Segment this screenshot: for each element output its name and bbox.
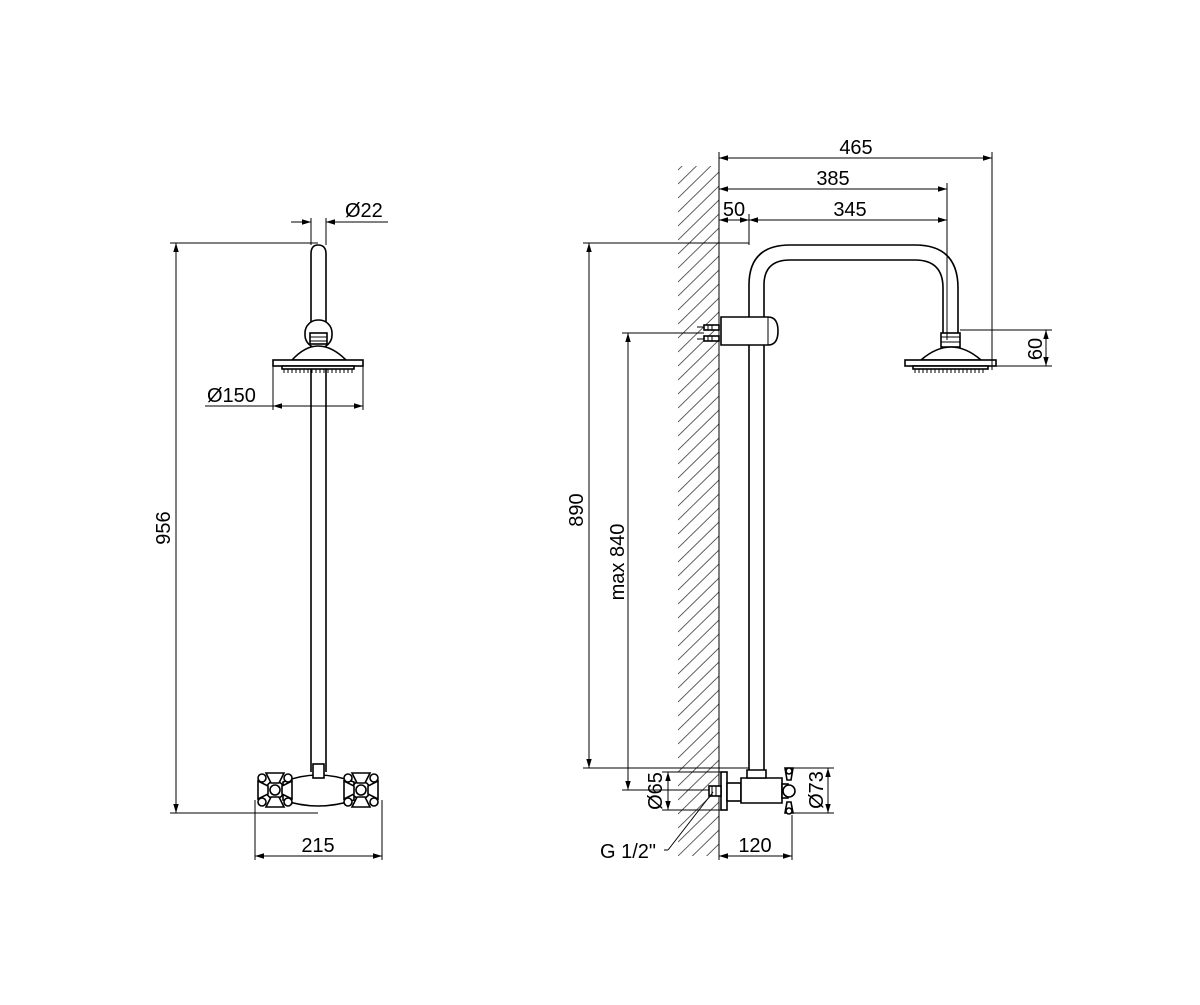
front-wall-bracket: [304, 319, 333, 349]
side-wall-bracket: [697, 316, 779, 346]
side-dim-head-drop-label: 60: [1025, 338, 1047, 360]
side-dim-handle-diameter: Ø73: [793, 767, 834, 814]
front-dim-height-label: 956: [153, 511, 175, 544]
hatch-line: [678, 745, 719, 787]
side-dim-wall-and-arm: 50 345: [719, 199, 947, 245]
front-shower-head: [272, 345, 364, 373]
hatch-line: [678, 166, 698, 185]
hatch-line: [678, 717, 719, 759]
front-left-handle: [257, 772, 293, 808]
side-dim-max-height: max 840: [607, 332, 709, 791]
thread-label: G 1/2": [600, 841, 656, 863]
hatch-line: [678, 479, 719, 521]
hatch-line: [678, 703, 719, 745]
hatch-line: [678, 577, 719, 619]
front-dim-head-diameter-label: Ø150: [207, 385, 256, 407]
front-riser-pipe: [310, 244, 327, 772]
hatch-line: [678, 647, 719, 689]
hatch-line: [678, 465, 719, 507]
hatch-line: [678, 563, 719, 605]
hatch-line: [691, 829, 719, 856]
front-dim-width: 215: [254, 800, 383, 860]
side-dim-total-reach: 465: [718, 137, 993, 370]
hatch-line: [678, 872, 719, 912]
hatch-line: [678, 521, 719, 563]
side-dim-head-drop: 60: [960, 329, 1052, 367]
hatch-line: [678, 409, 719, 451]
side-dim-height: 890: [566, 242, 749, 769]
hatch-line: [678, 395, 719, 437]
hatch-line: [678, 591, 719, 633]
hatch-line: [678, 185, 719, 227]
front-dim-head-diameter: Ø150: [205, 366, 364, 410]
hatch-line: [678, 166, 712, 199]
hatch-line: [678, 353, 719, 395]
front-dim-pipe-diameter-label: Ø22: [345, 200, 383, 222]
front-mixer: [257, 763, 379, 808]
hatch-line: [678, 451, 719, 493]
hatch-line: [678, 367, 719, 409]
side-view: 465 385 50 345 60 890: [566, 137, 1052, 926]
hatch-line: [678, 886, 719, 926]
hatch-line: [678, 535, 719, 577]
hatch-line: [678, 675, 719, 717]
side-dim-height-label: 890: [566, 493, 588, 526]
hatch-line: [678, 171, 719, 213]
hatch-line: [678, 689, 719, 731]
hatch-line: [678, 773, 719, 815]
side-dim-wall-offset-label: 50: [723, 199, 745, 221]
side-dim-handle-diameter-label: Ø73: [806, 771, 828, 809]
hatch-line: [678, 339, 719, 381]
hatch-line: [678, 605, 719, 647]
hatch-line: [678, 801, 719, 843]
front-view: 956 Ø22 Ø150 215: [153, 200, 388, 860]
side-dim-total-reach-label: 465: [839, 137, 872, 159]
hatch-line: [706, 843, 719, 856]
hatch-line: [678, 325, 719, 367]
side-dim-mixer-depth: 120: [719, 815, 793, 860]
side-dim-mixer-depth-label: 120: [738, 835, 771, 857]
hatch-line: [678, 255, 719, 297]
hatch-line: [678, 241, 719, 283]
hatch-line: [678, 661, 719, 703]
hatch-line: [678, 311, 719, 353]
hatch-line: [678, 199, 719, 241]
side-mixer: [708, 767, 796, 815]
front-dim-height: 956: [153, 242, 318, 814]
hatch-line: [678, 269, 719, 311]
front-dim-width-label: 215: [301, 835, 334, 857]
hatch-line: [678, 166, 683, 171]
hatch-line: [678, 549, 719, 591]
hatch-line: [678, 858, 719, 898]
side-dim-flange-diameter-label: Ø65: [645, 772, 667, 810]
hatch-line: [678, 213, 719, 255]
side-dim-reach-385: 385: [719, 168, 948, 340]
front-right-handle: [343, 772, 379, 808]
hatch-line: [678, 493, 719, 535]
hatch-line: [678, 437, 719, 479]
hatch-line: [678, 619, 719, 661]
hatch-line: [678, 815, 719, 856]
hatch-line: [678, 297, 719, 339]
wall-hatch: [678, 166, 719, 926]
hatch-line: [678, 731, 719, 773]
hatch-line: [678, 759, 719, 801]
side-dim-reach-385-label: 385: [816, 168, 849, 190]
front-dim-pipe-diameter: Ø22: [291, 200, 388, 245]
hatch-line: [678, 507, 719, 549]
hatch-line: [678, 227, 719, 269]
hatch-line: [678, 283, 719, 325]
side-handle: [781, 767, 796, 815]
bracket-screws: [697, 324, 720, 342]
side-dim-arm-345-label: 345: [833, 199, 866, 221]
hatch-line: [678, 423, 719, 465]
hatch-line: [678, 381, 719, 423]
hatch-line: [678, 633, 719, 675]
side-dim-max-height-label: max 840: [607, 524, 629, 601]
side-shower-head: [904, 332, 997, 373]
side-riser-and-arm: [748, 244, 959, 770]
side-dim-flange-diameter: Ø65: [645, 771, 721, 811]
thread-leader: G 1/2": [600, 791, 714, 863]
